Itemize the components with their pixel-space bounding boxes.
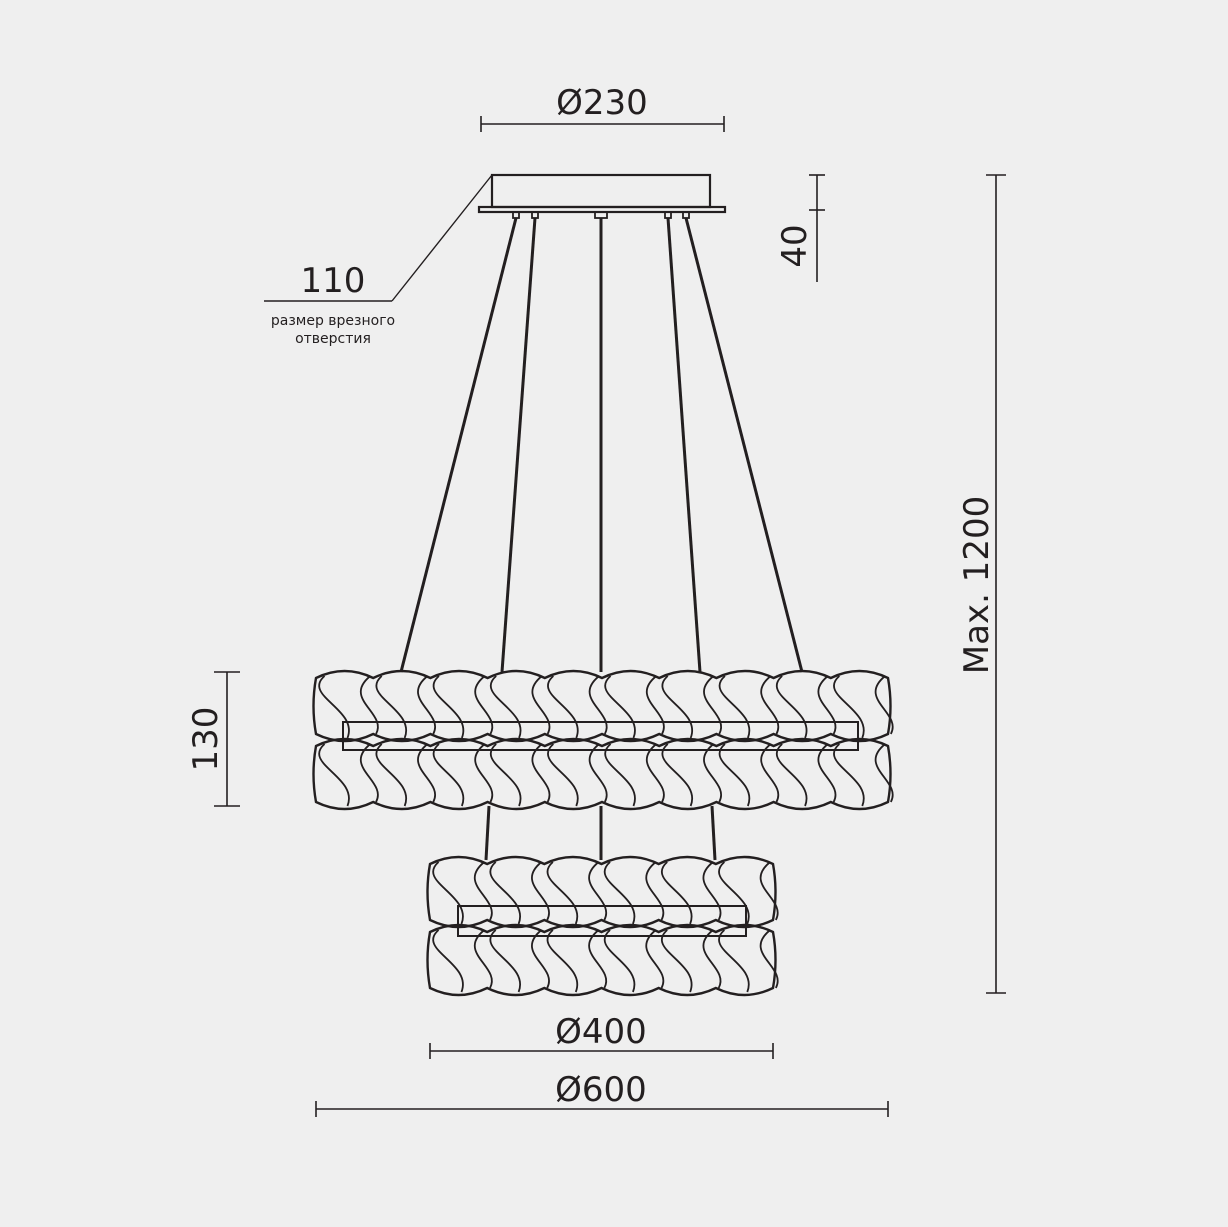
upper-ring-diameter-label: Ø600 [555, 1070, 647, 1110]
upper-ring-bottom-band-ribbon [833, 743, 894, 807]
upper-ring-bottom-band-ribbon [775, 743, 837, 807]
upper-ring-top-band-ribbon [775, 675, 837, 739]
upper-ring [312, 669, 894, 811]
ring-height-dimension: 130 [186, 671, 240, 807]
upper-ring-inner-frame [342, 721, 859, 751]
max-height-label: Max. 1200 [957, 496, 997, 674]
cutout-annotation: 110 размер врезного отверстия [264, 174, 493, 347]
canopy-height-dimension: 40 [775, 174, 825, 282]
upper-ring-bottom-band-ribbon [604, 743, 665, 807]
upper-ring-top-band-ribbon [318, 675, 379, 739]
lower-ring-top-band [426, 855, 779, 929]
lower-ring-top-band-ribbon [718, 861, 779, 925]
upper-ring-bottom-band-ribbon [318, 743, 379, 807]
canopy-height-label: 40 [775, 224, 815, 267]
upper-ring-top-band-ribbon [661, 675, 722, 739]
upper-ring-top-band-ribbon [833, 675, 894, 739]
cutout-caption-line1: размер врезного [271, 313, 395, 329]
lower-ring-top-band-ribbon [546, 861, 608, 925]
upper-ring-top-band-ribbon [432, 675, 494, 739]
upper-ring-bottom-band-ribbon [489, 743, 551, 807]
canopy-diameter-label: Ø230 [556, 83, 648, 123]
lower-ring-top-band-ribbon [603, 861, 665, 925]
lower-ring-bottom-band-ribbon [489, 929, 550, 993]
lower-ring-bottom-band-ribbon [660, 929, 722, 993]
lower-ring-bottom-band [426, 923, 779, 997]
lower-ring-bottom-band-ribbon [718, 929, 779, 993]
lower-ring-bottom-band-ribbon [546, 929, 608, 993]
upper-ring-top-band-ribbon [489, 675, 551, 739]
upper-ring-top-band-ribbon [547, 675, 608, 739]
lower-ring-bottom-band-ribbon [603, 929, 665, 993]
max-height-dimension: Max. 1200 [957, 174, 1006, 994]
upper-ring-diameter-dimension: Ø600 [315, 1070, 889, 1117]
upper-ring-bottom-band-outline [312, 737, 892, 811]
cutout-size-label: 110 [301, 261, 366, 301]
lower-ring-top-band-ribbon [432, 861, 493, 925]
lower-ring-bottom-band-outline [426, 923, 777, 997]
upper-ring-top-band-outline [312, 669, 892, 743]
upper-ring-bottom-band-ribbon [375, 743, 436, 807]
cutout-caption-line2: отверстия [295, 331, 371, 347]
upper-ring-bottom-band-ribbon [661, 743, 722, 807]
upper-ring-top-band-ribbon [604, 675, 665, 739]
lower-ring-top-band-ribbon [489, 861, 550, 925]
upper-ring-bottom-band-ribbon [547, 743, 608, 807]
canopy-diameter-dimension: Ø230 [480, 83, 725, 132]
upper-ring-top-band [312, 669, 894, 743]
lower-ring-diameter-label: Ø400 [555, 1012, 647, 1052]
upper-ring-top-band-ribbon [375, 675, 436, 739]
lower-ring-diameter-dimension: Ø400 [429, 1012, 774, 1059]
lower-ring-top-band-ribbon [660, 861, 722, 925]
upper-ring-bottom-band-ribbon [718, 743, 780, 807]
canopy [477, 173, 727, 219]
upper-ring-top-band-ribbon [718, 675, 780, 739]
ring-height-label: 130 [186, 707, 226, 772]
lower-ring-inner-frame [457, 905, 747, 937]
lower-ring-bottom-band-ribbon [432, 929, 493, 993]
suspension-cables [399, 217, 804, 861]
lower-ring [426, 855, 779, 997]
upper-ring-bottom-band-ribbon [432, 743, 494, 807]
